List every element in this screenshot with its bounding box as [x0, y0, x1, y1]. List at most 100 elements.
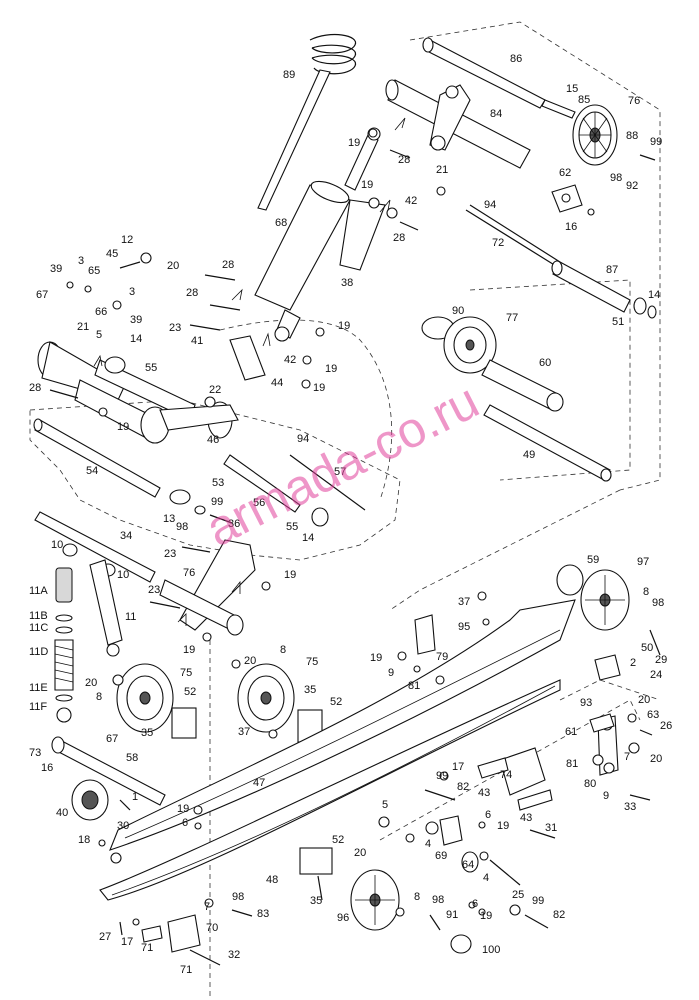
part-label-46: 46 [207, 434, 219, 446]
part-label-37: 37 [238, 726, 250, 738]
part-label-19: 19 [348, 137, 360, 149]
axle-56 [223, 454, 366, 527]
part-label-40: 40 [56, 807, 68, 819]
part-label-11: 11 [125, 611, 136, 623]
wheel-96 [350, 869, 400, 931]
part-label-14: 14 [130, 333, 142, 345]
part-label-96: 96 [337, 912, 349, 924]
part-label-84: 84 [490, 108, 502, 120]
part-label-92: 92 [626, 180, 638, 192]
part-label-35: 35 [310, 895, 322, 907]
part-label-6: 6 [472, 898, 478, 910]
part-label-76: 76 [183, 567, 195, 579]
wheel-97 [556, 564, 630, 631]
part-label-14: 14 [302, 532, 314, 544]
part-label-44: 44 [271, 377, 283, 389]
part-label-20: 20 [85, 677, 97, 689]
part-label-52: 52 [332, 834, 344, 846]
part-label-62: 62 [559, 167, 571, 179]
part-label-11D: 11D [29, 646, 48, 658]
part-label-7: 7 [624, 751, 630, 763]
part-label-11C: 11C [29, 622, 48, 634]
part-label-4: 4 [483, 872, 489, 884]
axle-54 [33, 418, 161, 498]
part-label-41: 41 [191, 335, 203, 347]
part-label-9: 9 [603, 790, 609, 802]
part-label-8: 8 [280, 644, 286, 656]
part-label-28: 28 [222, 259, 234, 271]
part-label-20: 20 [244, 655, 256, 667]
part-label-72: 72 [492, 237, 504, 249]
part-label-60: 60 [539, 357, 551, 369]
part-label-5: 5 [382, 799, 388, 811]
part-label-99: 99 [211, 496, 223, 508]
part-label-16: 16 [41, 762, 53, 774]
part-label-99: 99 [650, 136, 662, 148]
part-label-28: 28 [398, 154, 410, 166]
part-label-24: 24 [650, 669, 662, 681]
part-label-17: 17 [452, 761, 464, 773]
part-label-59: 59 [587, 554, 599, 566]
part-label-66: 66 [95, 306, 107, 318]
part-label-65: 65 [88, 265, 100, 277]
wheel-75-left [116, 663, 174, 733]
part-label-43: 43 [520, 812, 532, 824]
part-label-68: 68 [275, 217, 287, 229]
part-label-13: 13 [163, 513, 175, 525]
part-label-43: 43 [478, 787, 490, 799]
bracket-74 [477, 747, 553, 811]
part-label-18: 18 [78, 834, 90, 846]
part-label-97: 97 [637, 556, 649, 568]
part-label-17: 17 [121, 936, 133, 948]
part-label-99: 99 [436, 770, 448, 782]
part-label-55: 55 [286, 521, 298, 533]
part-label-11F: 11F [29, 701, 47, 713]
direction-arrows [93, 117, 406, 626]
part-label-31: 31 [545, 822, 557, 834]
cap-100 [450, 934, 472, 954]
part-label-5: 5 [96, 329, 102, 341]
part-label-19: 19 [338, 320, 350, 332]
part-label-8: 8 [414, 891, 420, 903]
part-label-19: 19 [177, 803, 189, 815]
rear-arm-76 [159, 539, 256, 636]
part-label-42: 42 [284, 354, 296, 366]
part-label-21: 21 [77, 321, 89, 333]
bracket-62 [551, 184, 583, 213]
part-label-39: 39 [130, 314, 142, 326]
part-label-69: 69 [435, 850, 447, 862]
part-label-19: 19 [497, 820, 509, 832]
shock-11 [54, 559, 123, 723]
torsion-spring-89 [257, 33, 356, 211]
part-label-71: 71 [141, 942, 153, 954]
part-label-20: 20 [354, 847, 366, 859]
part-label-50: 50 [641, 642, 653, 654]
axle-84 [385, 79, 531, 169]
part-label-56: 56 [253, 497, 265, 509]
part-label-64: 64 [462, 859, 474, 871]
part-label-42: 42 [405, 195, 417, 207]
part-label-73: 73 [29, 747, 41, 759]
part-label-2: 2 [630, 657, 636, 669]
part-label-48: 48 [266, 874, 278, 886]
part-label-57: 57 [334, 466, 346, 478]
part-label-34: 34 [120, 530, 132, 542]
part-label-89: 89 [283, 69, 295, 81]
part-label-75: 75 [306, 656, 318, 668]
part-label-87: 87 [606, 264, 618, 276]
part-label-94: 94 [297, 433, 309, 445]
part-label-90: 90 [452, 305, 464, 317]
part-label-86: 86 [510, 53, 522, 65]
slide-rail-47 [109, 599, 576, 851]
part-label-99: 99 [532, 895, 544, 907]
part-label-93: 93 [580, 697, 592, 709]
part-label-3: 3 [78, 255, 84, 267]
shock-absorber-68 [254, 127, 386, 342]
part-label-71: 71 [180, 964, 192, 976]
part-label-98: 98 [232, 891, 244, 903]
part-label-36: 36 [228, 518, 240, 530]
wheel-75-right [237, 663, 295, 733]
part-label-35: 35 [304, 684, 316, 696]
part-label-19: 19 [117, 421, 129, 433]
